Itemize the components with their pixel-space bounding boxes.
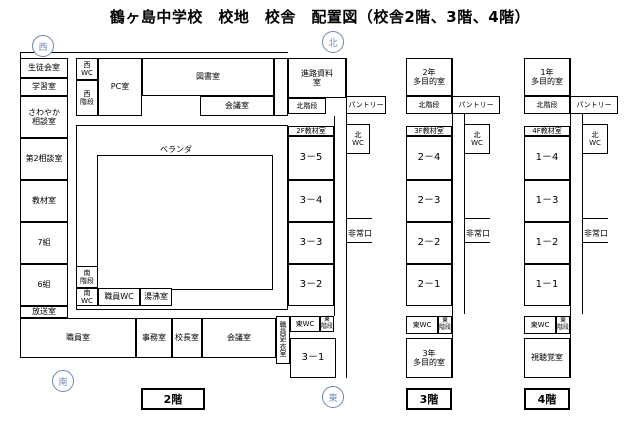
room-east-wc: 東WC — [290, 316, 320, 332]
page-title: 鶴ヶ島中学校 校地 校舎 配置図（校舎2階、3階、4階） — [109, 8, 531, 26]
room-3-1: 3－1 — [290, 338, 336, 378]
room-library: 図書室 — [142, 58, 274, 96]
courtyard-frame — [76, 125, 288, 310]
room-pantry: パントリー — [346, 96, 386, 114]
room-pc: PC室 — [98, 58, 142, 116]
room-east-stairs: 東 階段 — [320, 316, 334, 332]
room-materials: 教材室 — [20, 180, 68, 222]
room-south-stairs: 南 階段 — [76, 266, 98, 288]
room-staff-wc: 職員WC — [98, 288, 140, 306]
room-north-stairs: 北階段 — [288, 98, 326, 114]
room-study: 学習室 — [20, 78, 68, 96]
emergency-line-3f-a — [464, 218, 490, 219]
outline-top — [20, 52, 288, 53]
room-3-5: 3－5 — [288, 136, 334, 180]
room-counseling: さわやか 相談室 — [20, 96, 68, 138]
outer-line-3f — [464, 114, 465, 314]
room-pantry-4f: パントリー — [570, 96, 618, 114]
emergency-line-3f-b — [464, 242, 490, 243]
floor-2-label: 2階 — [141, 388, 205, 410]
room-1st-year-multipurpose: 1年 多目的室 — [524, 58, 570, 96]
emergency-line-2f-a — [346, 218, 372, 219]
room-locker: 職 員 更 衣 室 — [276, 316, 290, 364]
corridor-line-2f — [334, 116, 335, 316]
room-east-wc-4f: 東WC — [524, 316, 556, 334]
floor-3-label: 3階 — [406, 388, 452, 410]
outer-line-4f — [582, 114, 583, 314]
room-west-stairs: 西 階段 — [76, 80, 98, 116]
room-2nd-year-multipurpose: 2年 多目的室 — [406, 58, 452, 96]
room-3rd-year-multipurpose: 3年 多目的室 — [406, 338, 452, 378]
emergency-line-4f-b — [582, 242, 608, 243]
emergency-line-2f-b — [346, 242, 372, 243]
room-east-wc-3f: 東WC — [406, 316, 438, 334]
room-1-2: 1－2 — [524, 222, 570, 264]
room-west-wc: 西 WC — [76, 58, 98, 80]
room-class-6: 6組 — [20, 264, 68, 306]
room-north-stairs-3f: 北階段 — [406, 96, 452, 114]
room-1-1: 1－1 — [524, 264, 570, 306]
room-south-wc: 南 WC — [76, 288, 98, 306]
room-broadcast: 放送室 — [20, 306, 68, 318]
room-north-wc-3f: 北 WC — [464, 124, 490, 154]
room-3-2: 3－2 — [288, 264, 334, 306]
room-meeting-bottom: 会議室 — [202, 318, 276, 358]
room-top-small — [274, 58, 288, 116]
room-3-3: 3－3 — [288, 222, 334, 264]
emergency-line-4f-a — [582, 218, 608, 219]
room-office: 事務室 — [136, 318, 172, 358]
room-north-wc-4f: 北 WC — [582, 124, 608, 154]
room-2f-materials: 2F教材室 — [288, 126, 334, 136]
floor-4-label: 4階 — [524, 388, 570, 410]
room-2-4: 2－4 — [406, 136, 452, 180]
compass-south-icon: 南 — [52, 370, 74, 392]
room-kitchenette: 湯沸室 — [140, 288, 172, 306]
room-audio-visual: 視聴覚室 — [524, 338, 570, 378]
room-class-7: 7組 — [20, 222, 68, 264]
room-3f-materials: 3F教材室 — [406, 126, 452, 136]
room-pantry-3f: パントリー — [452, 96, 500, 114]
room-north-wc: 北 WC — [346, 124, 370, 154]
room-career: 進路資料 室 — [288, 58, 346, 98]
room-3-4: 3－4 — [288, 180, 334, 222]
room-1-4: 1－4 — [524, 136, 570, 180]
veranda-label: ベランダ — [160, 145, 192, 154]
room-2-3: 2－3 — [406, 180, 452, 222]
compass-north-icon: 北 — [322, 31, 344, 53]
room-student-council: 生徒会室 — [20, 58, 68, 78]
emergency-exit-3f: 非常口 — [466, 229, 490, 238]
room-principal: 校長室 — [172, 318, 202, 358]
corridor-line-4f — [570, 58, 571, 378]
compass-east-icon: 東 — [322, 386, 344, 408]
compass-west-icon: 西 — [32, 35, 54, 57]
room-2-1: 2－1 — [406, 264, 452, 306]
room-1-3: 1－3 — [524, 180, 570, 222]
room-meeting-top: 会議室 — [200, 96, 274, 116]
corridor-line-3f — [452, 58, 453, 378]
room-north-stairs-4f: 北階段 — [524, 96, 570, 114]
emergency-exit-2f: 非常口 — [348, 229, 372, 238]
room-4f-materials: 4F教材室 — [524, 126, 570, 136]
emergency-exit-4f: 非常口 — [584, 229, 608, 238]
room-east-stairs-3f: 東 階段 — [438, 316, 452, 334]
room-2-2: 2－2 — [406, 222, 452, 264]
room-counseling-2: 第2相談室 — [20, 138, 68, 180]
room-east-stairs-4f: 東 階段 — [556, 316, 570, 334]
courtyard — [97, 155, 273, 290]
room-staff: 職員室 — [20, 318, 136, 358]
